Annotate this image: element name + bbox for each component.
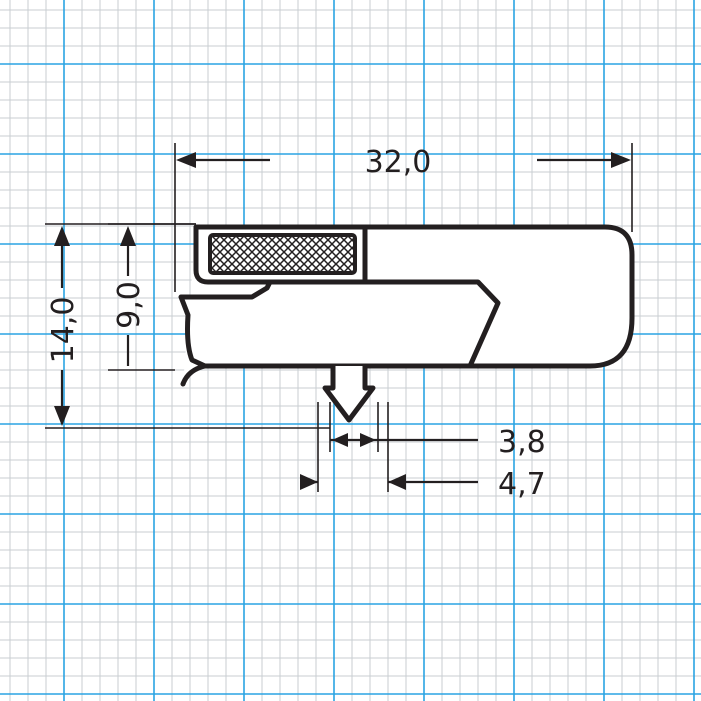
dimension-dart-inner: 3,8 — [330, 425, 546, 460]
dimension-width-top: 32,0 — [176, 145, 631, 180]
gasket-profile — [178, 224, 635, 423]
dimension-label-dart-inner: 3,8 — [498, 425, 546, 460]
dimension-label-width: 32,0 — [365, 145, 432, 180]
extension-lines — [45, 143, 633, 492]
dimension-height-outer: 14,0 — [46, 226, 81, 426]
magnet-insert — [208, 233, 357, 275]
dimension-height-inner: 9,0 — [112, 226, 147, 366]
dimension-label-dart-outer: 4,7 — [498, 467, 546, 502]
dimension-label-height-inner: 9,0 — [112, 281, 147, 329]
dimension-label-height-outer: 14,0 — [46, 297, 81, 364]
dimension-dart-outer: 4,7 — [300, 467, 546, 502]
dart-anchor — [322, 363, 376, 423]
